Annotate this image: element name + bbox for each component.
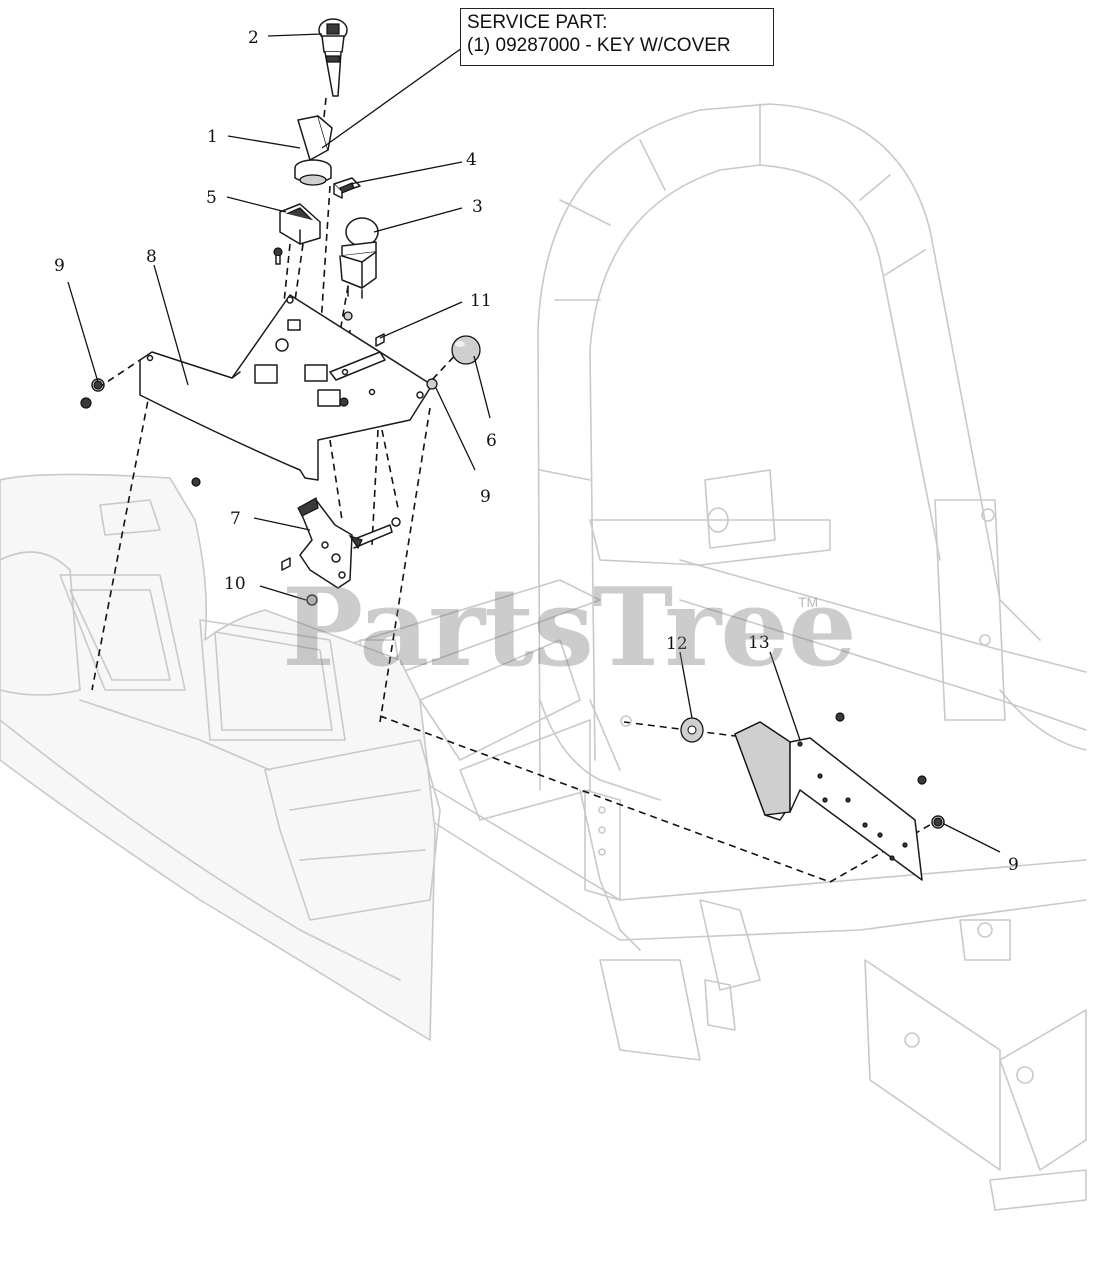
callout-1: 1 <box>207 127 218 147</box>
watermark-trademark: TM <box>798 594 819 610</box>
assembly-lines <box>91 97 936 883</box>
callout-13: 13 <box>748 633 770 653</box>
callout-7: 7 <box>230 509 241 529</box>
callout-8: 8 <box>146 247 157 267</box>
switch-5 <box>273 203 321 265</box>
knob <box>451 335 481 365</box>
key-with-cover <box>318 18 348 97</box>
service-part-box: SERVICE PART: (1) 09287000 - KEY W/COVER <box>460 8 774 66</box>
callout-9-mid: 9 <box>480 487 491 507</box>
control-plate <box>139 294 433 481</box>
callout-12: 12 <box>666 634 688 654</box>
callout-9-left: 9 <box>54 256 65 276</box>
background-frame <box>329 103 1087 1211</box>
callout-numbers: 2 1 4 5 3 8 9 11 6 9 7 10 12 13 9 <box>54 28 1019 875</box>
fasteners <box>80 311 945 829</box>
callout-11: 11 <box>470 291 492 311</box>
washer <box>680 717 704 743</box>
pto-switch <box>339 217 379 299</box>
callout-10: 10 <box>224 574 246 594</box>
linkage-assembly <box>281 497 401 606</box>
mount-bracket <box>734 721 923 881</box>
key-switch <box>294 115 333 186</box>
callout-2: 2 <box>248 28 259 48</box>
service-part-detail: (1) 09287000 - KEY W/COVER <box>467 35 731 56</box>
service-part-heading: SERVICE PART: <box>467 12 608 33</box>
callout-3: 3 <box>472 197 483 217</box>
console-shell <box>0 473 441 1041</box>
callout-4: 4 <box>466 150 477 170</box>
partstree-watermark: PartsTree <box>282 565 857 691</box>
callout-9-right: 9 <box>1008 855 1019 875</box>
rocker-switch-small <box>333 177 361 199</box>
callout-5: 5 <box>206 188 217 208</box>
leader-lines <box>67 33 1001 853</box>
callout-6: 6 <box>486 431 497 451</box>
